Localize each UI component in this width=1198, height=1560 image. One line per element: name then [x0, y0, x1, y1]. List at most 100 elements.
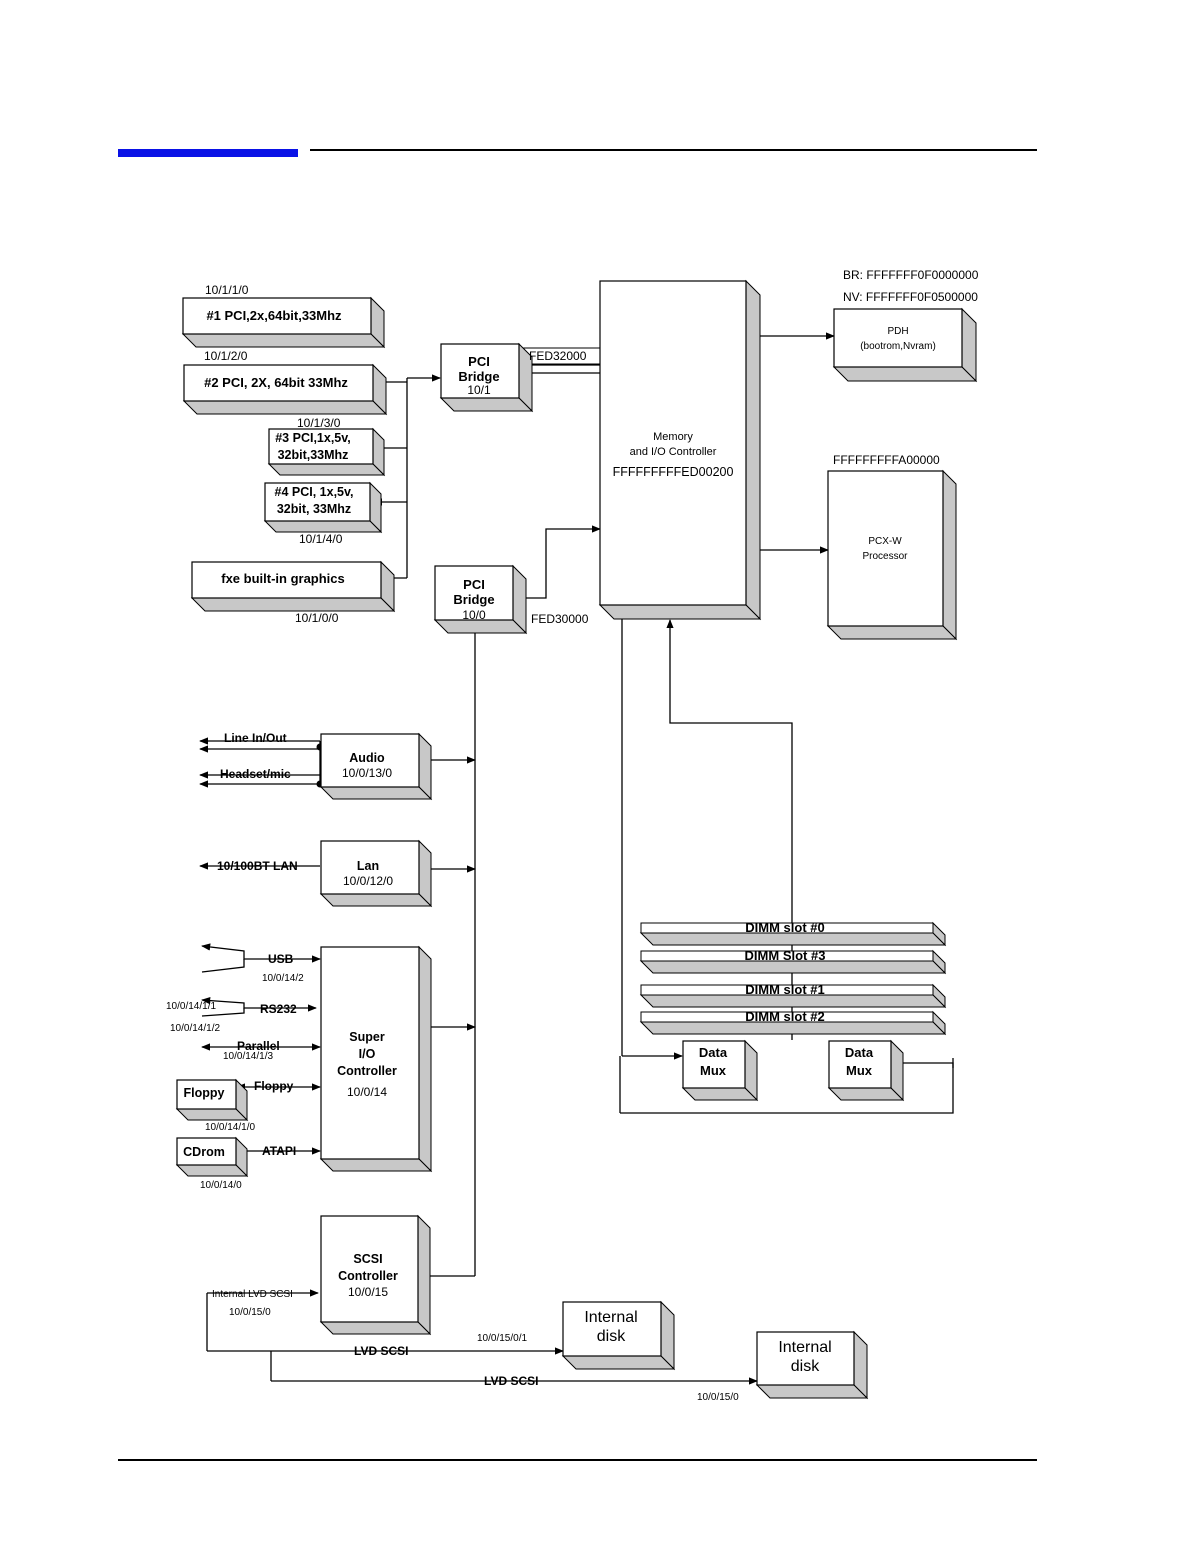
lan-label-line: Lan [357, 859, 379, 873]
signal-atapi: ATAPI [262, 1144, 296, 1158]
header-accent-bar [118, 149, 298, 157]
superio-label-line: I/O [359, 1047, 376, 1061]
scsi-label-line: Controller [338, 1269, 398, 1283]
mioc-label-line: Memory [653, 431, 693, 443]
parallel-address: 10/0/14/1/3 [223, 1051, 273, 1062]
bridge1-label-line: Bridge [458, 369, 499, 384]
signal-usb: USB [268, 952, 294, 966]
signal-lan-ext: 10/100BT LAN [217, 859, 298, 873]
floppy-box: Floppy [175, 1078, 249, 1122]
lan-inner-address: 10/0/12/0 [343, 874, 393, 888]
pci2-box: #2 PCI, 2X, 64bit 33Mhz [182, 363, 388, 416]
dimm-slot: DIMM Slot #3 [639, 948, 947, 975]
dimm-slot-label: DIMM slot #0 [745, 920, 824, 935]
disk1-address: 10/0/15/0/1 [477, 1333, 527, 1344]
signal-headset-mic: Headset/mic [220, 767, 291, 781]
signal-internal-lvd-scsi: Internal LVD SCSI [212, 1289, 293, 1300]
mioc-inner-address: FFFFFFFFFED00200 [613, 465, 734, 479]
dimm-slot: DIMM slot #1 [639, 982, 947, 1009]
mux2-label-line: Mux [846, 1063, 873, 1078]
cdrom-box: CDrom [175, 1136, 249, 1178]
dimm-slot-label: DIMM Slot #3 [745, 948, 826, 963]
pci1-box: #1 PCI,2x,64bit,33Mhz [181, 296, 386, 349]
pci4-label-line: 32bit, 33Mhz [277, 502, 351, 516]
dimm-slot: DIMM slot #2 [639, 1009, 947, 1036]
disk1-box: Internal disk [561, 1300, 676, 1371]
bridge0-hex: FED30000 [531, 612, 589, 626]
signal-parallel: Parallel [237, 1039, 280, 1053]
pdh-label-line: (bootrom,Nvram) [860, 341, 936, 352]
floppy-label-line: Floppy [184, 1086, 225, 1100]
audio-label-line: Audio [349, 751, 385, 765]
graphics-label-line: fxe built-in graphics [221, 571, 345, 586]
cdrom-label-line: CDrom [183, 1145, 225, 1159]
disk2-address: 10/0/15/0 [697, 1392, 739, 1403]
dimm-slot: DIMM slot #0 [639, 920, 947, 947]
pci3-address: 10/1/3/0 [297, 416, 341, 430]
bridge0-inner-address: 10/0 [462, 608, 486, 622]
bridge0-label-line: PCI [463, 577, 485, 592]
graphics-box: fxe built-in graphics [190, 560, 396, 613]
cpu-label-line: Processor [862, 551, 908, 562]
audio-inner-address: 10/0/13/0 [342, 766, 392, 780]
cpu-hex: FFFFFFFFFA00000 [833, 453, 940, 467]
pdh-br-address: BR: FFFFFFF0F0000000 [843, 268, 979, 282]
pci2-address: 10/1/2/0 [204, 349, 248, 363]
signal-floppy: Floppy [254, 1079, 294, 1093]
pci4-address: 10/1/4/0 [299, 532, 343, 546]
pci4-label-line: #4 PCI, 1x,5v, [275, 485, 354, 499]
signal-line-in-out: Line In/Out [224, 731, 287, 745]
pdh-label-line: PDH [887, 326, 908, 337]
internal-lvd-scsi-address: 10/0/15/0 [229, 1307, 271, 1318]
superio-inner-address: 10/0/14 [347, 1085, 387, 1099]
connections [199, 332, 954, 1385]
pci1-address: 10/1/1/0 [205, 283, 249, 297]
pci3-box: #3 PCI,1x,5v, 32bit,33Mhz [267, 427, 386, 477]
scsi-inner-address: 10/0/15 [348, 1285, 388, 1299]
bridge1-inner-address: 10/1 [467, 383, 491, 397]
pci3-label-line: #3 PCI,1x,5v, [275, 431, 351, 445]
mioc-label-line: and I/O Controller [630, 446, 717, 458]
cdrom-address: 10/0/14/0 [200, 1180, 242, 1191]
rs232-address-1: 10/0/14/1/1 [166, 1001, 216, 1012]
mux1-label-line: Data [699, 1045, 728, 1060]
bridge0-label-line: Bridge [453, 592, 494, 607]
signal-rs232: RS232 [260, 1002, 297, 1016]
usb-address: 10/0/14/2 [262, 973, 304, 984]
mux2-label-line: Data [845, 1045, 874, 1060]
bridge1-label-line: PCI [468, 354, 490, 369]
dimm-slot-label: DIMM slot #2 [745, 1009, 824, 1024]
pci2-label-line: #2 PCI, 2X, 64bit 33Mhz [204, 375, 348, 390]
disk2-label-line: Internal [778, 1339, 831, 1356]
floppy-address: 10/0/14/1/0 [205, 1122, 255, 1133]
disk1-label-line: Internal [584, 1309, 637, 1326]
scsi-box: SCSI Controller 10/0/15 [319, 1214, 432, 1336]
pci3-label-line: 32bit,33Mhz [278, 448, 349, 462]
pci1-label-line: #1 PCI,2x,64bit,33Mhz [206, 308, 342, 323]
disk2-label-line: disk [791, 1358, 820, 1375]
pci4-box: #4 PCI, 1x,5v, 32bit, 33Mhz [263, 481, 383, 534]
pdh-nv-address: NV: FFFFFFF0F0500000 [843, 290, 978, 304]
mux1-label-line: Mux [700, 1063, 727, 1078]
signal-lvd-scsi-1: LVD SCSI [354, 1344, 408, 1358]
cpu-label-line: PCX-W [868, 536, 902, 547]
graphics-address: 10/1/0/0 [295, 611, 339, 625]
disk2-box: Internal disk [755, 1330, 869, 1400]
bridge1-hex: FED32000 [529, 349, 587, 363]
cpu-box: PCX-W Processor [826, 469, 958, 641]
superio-label-line: Controller [337, 1064, 397, 1078]
rs232-address-2: 10/0/14/1/2 [170, 1023, 220, 1034]
scsi-label-line: SCSI [353, 1252, 382, 1266]
superio-label-line: Super [349, 1030, 385, 1044]
signal-lvd-scsi-2: LVD SCSI [484, 1374, 538, 1388]
disk1-label-line: disk [597, 1328, 626, 1345]
